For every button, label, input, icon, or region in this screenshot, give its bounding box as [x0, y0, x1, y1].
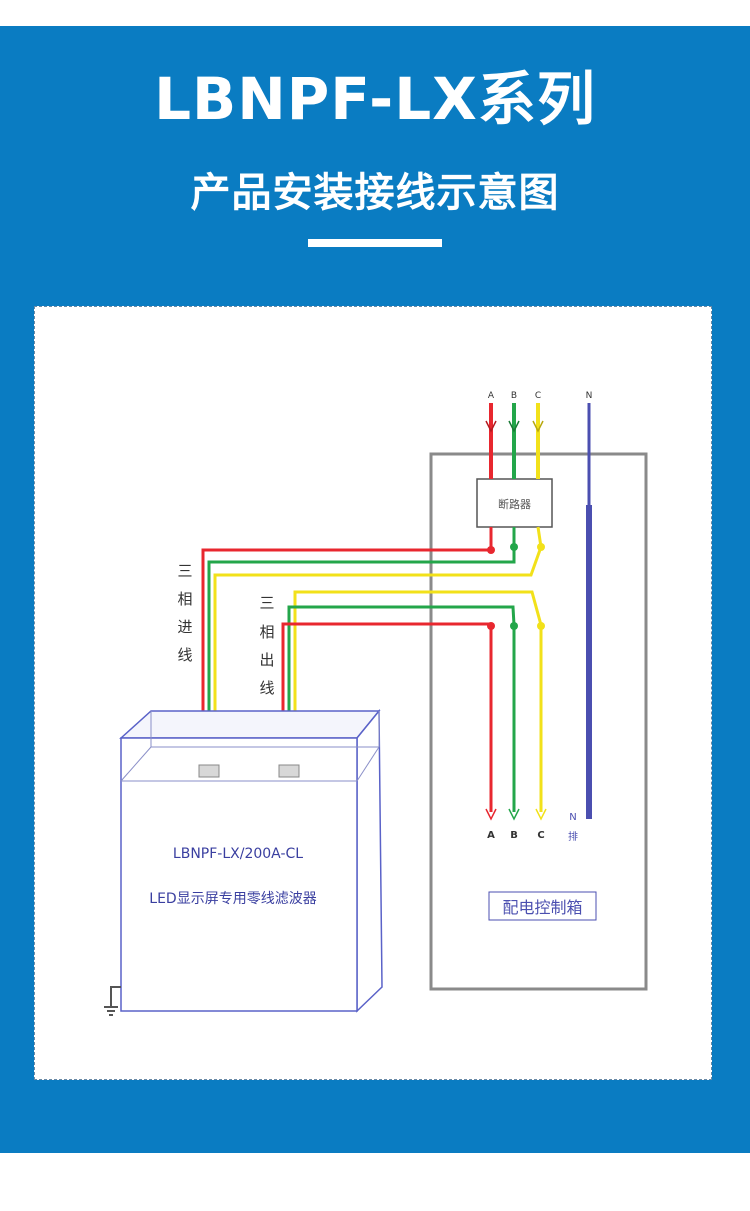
title-divider — [308, 239, 442, 247]
bottom-label-a: A — [487, 830, 495, 841]
filter-unit — [119, 708, 383, 1013]
outgoing-node-a — [487, 622, 495, 630]
incoming-node-c — [537, 543, 545, 551]
outgoing-label-1: 三 — [259, 594, 274, 612]
outgoing-wire-b — [287, 605, 516, 812]
incoming-node-b — [510, 543, 518, 551]
ground-wire — [110, 986, 121, 1007]
wiring-diagram: 断路器 A B C N — [104, 391, 648, 1016]
filter-input-terminal — [198, 764, 220, 778]
top-label-n: N — [586, 391, 593, 401]
outgoing-label-3: 出 — [259, 651, 274, 669]
filter-front-face — [120, 737, 358, 1012]
incoming-wire-a — [201, 548, 491, 767]
top-label-b: B — [511, 391, 517, 401]
bottom-label-n: N — [569, 812, 576, 823]
top-label-a: A — [488, 391, 495, 401]
bottom-margin — [0, 1153, 750, 1211]
cabinet-label-box — [488, 891, 597, 921]
incoming-label-2: 相 — [177, 590, 192, 608]
cabinet-label: 配电控制箱 — [502, 898, 582, 917]
outgoing-arrow-b — [508, 808, 520, 821]
outgoing-node-c — [537, 622, 545, 630]
outgoing-label-4: 线 — [259, 679, 274, 697]
neutral-bar — [586, 505, 592, 819]
incoming-label-3: 进 — [177, 618, 192, 636]
incoming-label-4: 线 — [177, 646, 192, 664]
outgoing-arrow-a — [485, 808, 497, 821]
outgoing-wire-a — [281, 622, 493, 812]
filter-inner-left — [120, 746, 152, 782]
supply-arrow-c — [532, 420, 544, 433]
breaker-label: 断路器 — [498, 497, 531, 511]
outgoing-arrow-c — [535, 808, 547, 821]
breaker-box — [476, 478, 553, 528]
filter-top-face — [119, 710, 381, 739]
filter-inner-right — [356, 746, 380, 782]
incoming-wire-c — [213, 546, 543, 767]
outgoing-label-2: 相 — [259, 623, 274, 641]
filter-description: LED显示屏专用零线滤波器 — [149, 891, 316, 907]
top-label-c: C — [535, 391, 541, 401]
outgoing-node-b — [510, 622, 518, 630]
filter-output-terminal — [278, 764, 300, 778]
bottom-label-c: C — [537, 830, 544, 841]
page-title: LBNPF-LX系列 — [154, 65, 596, 133]
page-subtitle: 产品安装接线示意图 — [190, 170, 560, 216]
bottom-label-n-sub: 排 — [568, 830, 578, 843]
bottom-label-b: B — [510, 830, 518, 841]
supply-arrow-a — [485, 420, 497, 433]
outgoing-wire-c — [293, 590, 543, 812]
incoming-node-a — [487, 546, 495, 554]
top-margin — [0, 0, 750, 26]
supply-arrow-b — [508, 420, 520, 433]
filter-model: LBNPF-LX/200A-CL — [173, 846, 303, 862]
diagram-panel: 断路器 A B C N — [34, 306, 712, 1080]
filter-side-face — [356, 708, 383, 1013]
incoming-label-1: 三 — [177, 562, 192, 580]
incoming-wire-b — [207, 547, 516, 767]
